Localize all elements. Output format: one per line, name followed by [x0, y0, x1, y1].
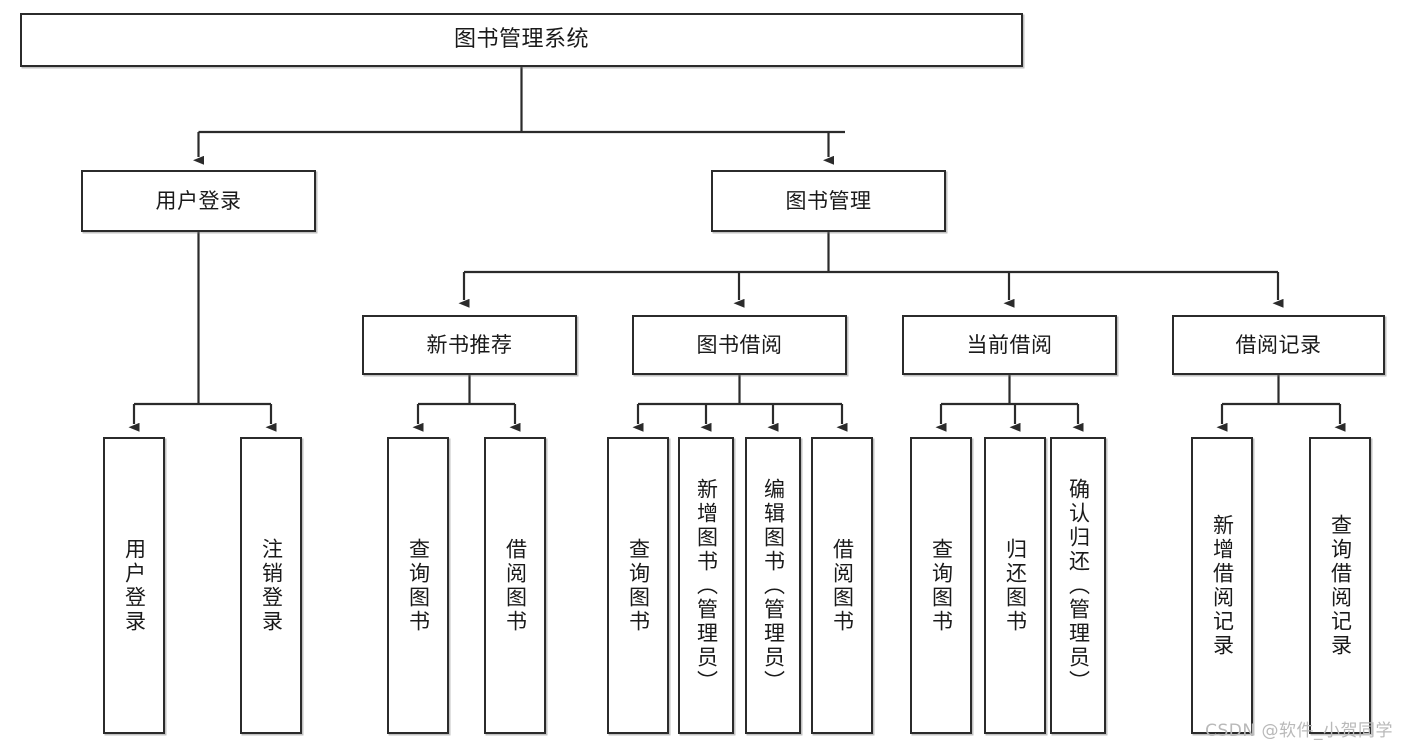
node-label-leaf-query-book-1: 查询图书 [406, 537, 431, 634]
node-user-login[interactable]: 用户登录 [81, 170, 316, 232]
node-book-borrow[interactable]: 图书借阅 [632, 315, 847, 375]
edge-bookborrow-to-leaves [632, 375, 848, 432]
node-label-leaf-query-record: 查询借阅记录 [1328, 513, 1353, 658]
node-leaf-add-book[interactable]: 新增图书（管理员） [678, 437, 734, 734]
node-label-borrow-record: 借阅记录 [1235, 332, 1322, 357]
node-label-leaf-user-login: 用户登录 [122, 537, 147, 634]
node-label-leaf-return-book: 归还图书 [1003, 537, 1028, 634]
edge-userlogin-to-leaves [128, 232, 277, 432]
node-label-leaf-borrow-book-2: 借阅图书 [830, 537, 855, 634]
edge-borrowrecord-to-leaves [1216, 375, 1346, 432]
node-label-book-borrow: 图书借阅 [696, 332, 783, 357]
node-label-user-login: 用户登录 [155, 188, 242, 213]
edge-newbookrec-to-leaves [412, 375, 521, 432]
edge-currentborrow-to-leaves [935, 375, 1084, 432]
node-leaf-query-book-2[interactable]: 查询图书 [607, 437, 669, 734]
node-label-leaf-logout: 注销登录 [259, 537, 284, 634]
node-label-leaf-confirm-return: 确认归还（管理员） [1066, 477, 1091, 694]
csdn-watermark: CSDN @软件_小贺同学 [1205, 721, 1393, 741]
node-leaf-confirm-return[interactable]: 确认归还（管理员） [1050, 437, 1106, 734]
node-label-leaf-query-book-2: 查询图书 [626, 537, 651, 634]
node-label-leaf-borrow-book-1: 借阅图书 [503, 537, 528, 634]
node-label-leaf-query-book-3: 查询图书 [929, 537, 954, 634]
node-leaf-return-book[interactable]: 归还图书 [984, 437, 1046, 734]
node-root-system[interactable]: 图书管理系统 [20, 13, 1023, 67]
node-leaf-borrow-book-1[interactable]: 借阅图书 [484, 437, 546, 734]
node-leaf-query-book-3[interactable]: 查询图书 [910, 437, 972, 734]
node-leaf-add-record[interactable]: 新增借阅记录 [1191, 437, 1253, 734]
node-borrow-record[interactable]: 借阅记录 [1172, 315, 1385, 375]
node-label-root: 图书管理系统 [453, 27, 589, 53]
node-leaf-query-record[interactable]: 查询借阅记录 [1309, 437, 1371, 734]
node-leaf-borrow-book-2[interactable]: 借阅图书 [811, 437, 873, 734]
node-leaf-logout[interactable]: 注销登录 [240, 437, 302, 734]
node-new-book-rec[interactable]: 新书推荐 [362, 315, 577, 375]
node-label-current-borrow: 当前借阅 [966, 332, 1053, 357]
edge-root-to-level2 [193, 67, 845, 165]
node-leaf-query-book-1[interactable]: 查询图书 [387, 437, 449, 734]
node-leaf-edit-book[interactable]: 编辑图书（管理员） [745, 437, 801, 734]
node-label-book-manage: 图书管理 [785, 188, 872, 213]
node-label-leaf-add-record: 新增借阅记录 [1210, 513, 1235, 658]
node-book-manage[interactable]: 图书管理 [711, 170, 946, 232]
edge-bookmanage-to-level3 [458, 232, 1284, 308]
node-label-leaf-edit-book: 编辑图书（管理员） [761, 477, 786, 694]
node-current-borrow[interactable]: 当前借阅 [902, 315, 1117, 375]
node-leaf-user-login[interactable]: 用户登录 [103, 437, 165, 734]
node-label-new-book-rec: 新书推荐 [426, 332, 513, 357]
node-label-leaf-add-book: 新增图书（管理员） [694, 477, 719, 694]
